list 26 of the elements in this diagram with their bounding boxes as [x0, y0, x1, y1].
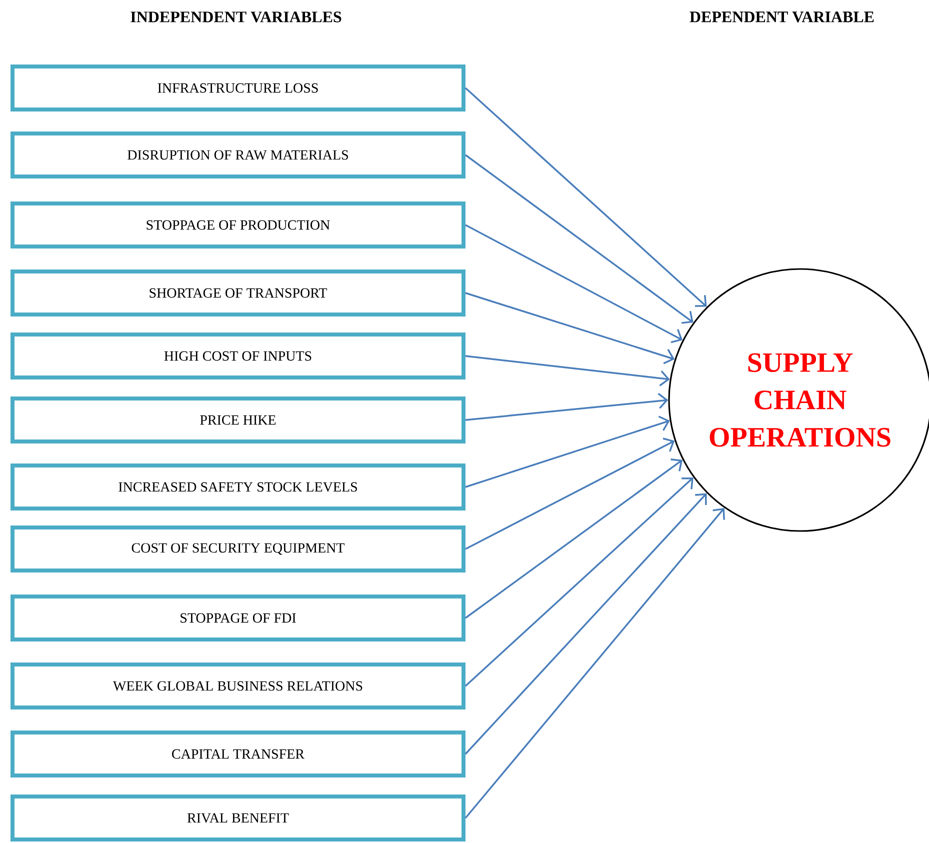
- variable-box: STOPPAGE OF PRODUCTION: [10, 202, 466, 248]
- arrow: [465, 416, 670, 488]
- variable-box: CAPITAL TRANSFER: [10, 730, 466, 778]
- variable-box: COST OF SECURITY EQUIPMENT: [10, 526, 466, 572]
- arrow: [465, 392, 668, 421]
- arrow: [464, 508, 725, 819]
- arrow: [465, 292, 675, 364]
- arrow: [464, 493, 707, 755]
- variable-box: INCREASED SAFETY STOCK LEVELS: [10, 464, 466, 510]
- arrow: [465, 224, 683, 344]
- variable-box: DISRUPTION OF RAW MATERIALS: [10, 132, 466, 178]
- variable-box: WEEK GLOBAL BUSINESS RELATIONS: [10, 662, 466, 710]
- variable-box: SHORTAGE OF TRANSPORT: [10, 270, 466, 316]
- arrow: [465, 154, 694, 324]
- arrow: [464, 87, 707, 307]
- variable-box: PRICE HIKE: [10, 396, 466, 444]
- variable-box: HIGH COST OF INPUTS: [10, 332, 466, 380]
- variable-box: STOPPAGE OF FDI: [10, 594, 466, 642]
- arrow: [464, 477, 694, 687]
- variable-box: INFRASTRUCTURE LOSS: [10, 64, 466, 112]
- arrow: [465, 458, 683, 619]
- variable-box: RIVAL BENEFIT: [10, 794, 466, 842]
- heading: INDEPENDENT VARIABLES: [130, 12, 342, 22]
- arrow: [465, 355, 670, 386]
- arrow: [465, 438, 675, 550]
- heading: DEPENDENT VARIABLE: [690, 12, 874, 22]
